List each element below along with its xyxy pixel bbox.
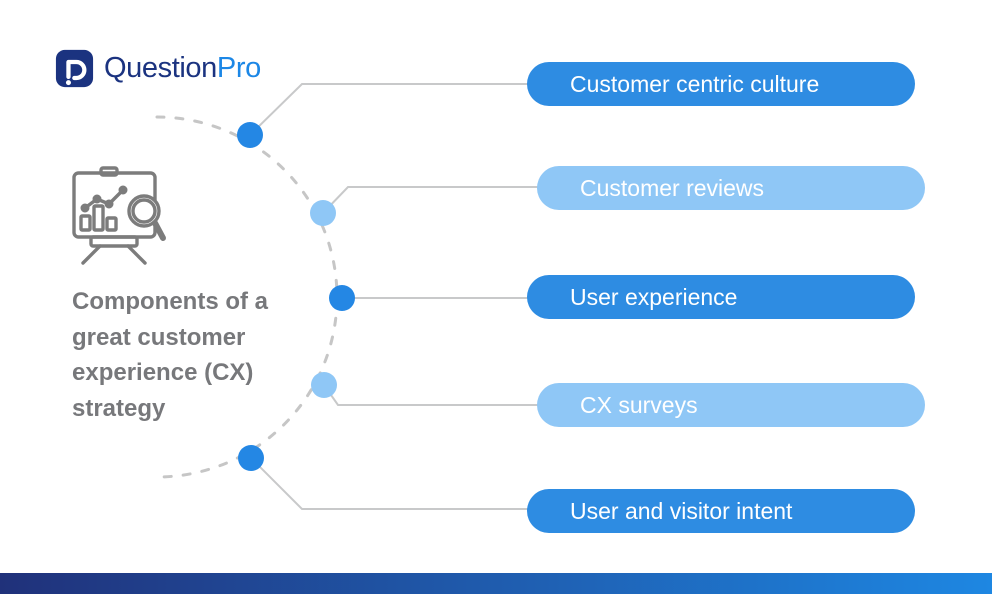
- title-line-1: Components of a: [72, 288, 268, 315]
- logo-text-pro: Pro: [216, 52, 261, 84]
- node-dot-4: [311, 372, 337, 398]
- title-line-4: strategy: [72, 394, 166, 422]
- connector-line-4: [323, 384, 544, 406]
- pill-cx-surveys: CX surveys: [537, 383, 925, 427]
- node-dot-5: [238, 445, 264, 471]
- connector-line-5: [250, 457, 534, 510]
- diagram-title: Components of a great customer experienc…: [72, 284, 312, 426]
- pill-customer-reviews: Customer reviews: [537, 166, 925, 210]
- questionpro-p-icon: [55, 49, 94, 88]
- pill-customer-centric-culture: Customer centric culture: [527, 62, 915, 106]
- pill-user-experience: User experience: [527, 275, 915, 319]
- pill-user-and-visitor-intent: User and visitor intent: [527, 489, 915, 533]
- analytics-presentation-magnifier-icon: [72, 166, 166, 265]
- title-line-2: great customer: [72, 323, 246, 351]
- logo-text-question: Question: [104, 52, 217, 84]
- logo-wordmark: QuestionPro: [104, 49, 261, 88]
- node-dot-1: [237, 122, 263, 148]
- footer-gradient-bar: [0, 573, 992, 594]
- node-dot-3: [329, 285, 355, 311]
- connector-line-1: [249, 83, 534, 136]
- questionpro-logo: QuestionPro: [55, 49, 261, 88]
- title-line-3: experience (CX): [72, 359, 254, 386]
- connector-line-2: [322, 186, 544, 214]
- node-dot-2: [310, 200, 336, 226]
